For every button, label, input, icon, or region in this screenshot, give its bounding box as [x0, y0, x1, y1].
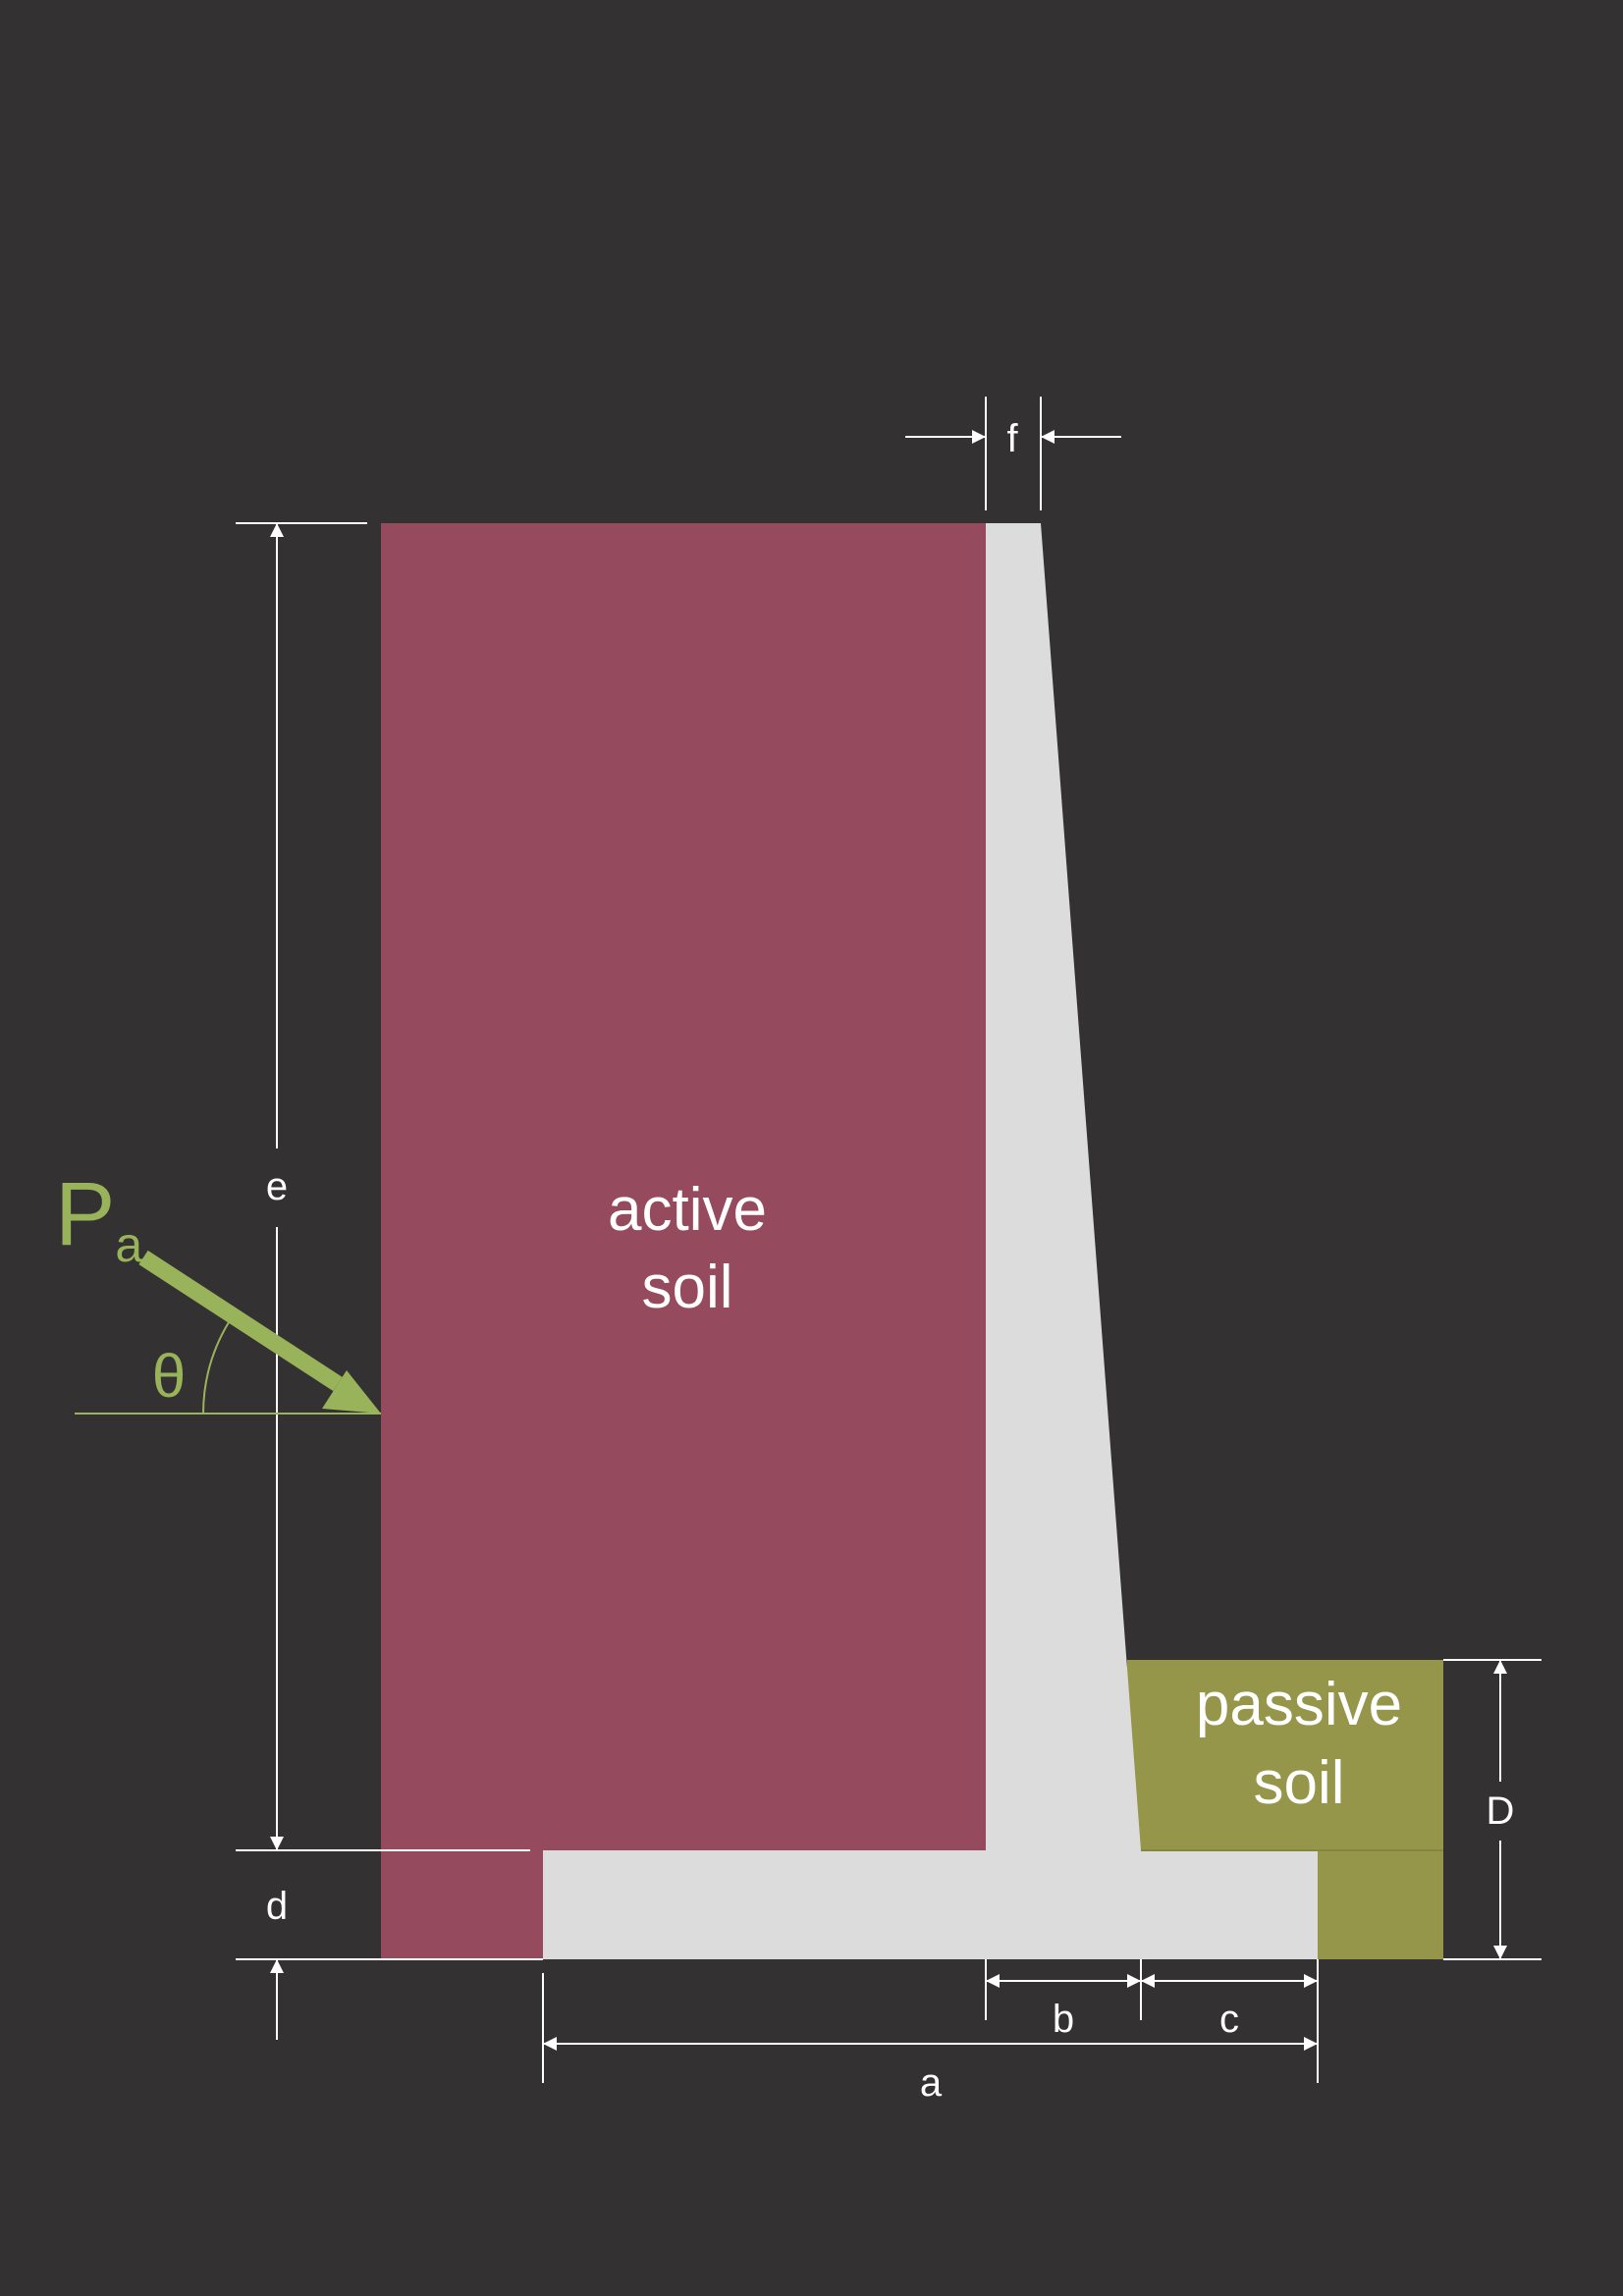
passive-soil-label-line2: soil — [1253, 1749, 1344, 1817]
dimension-c-label: c — [1219, 1998, 1239, 2041]
extension-lines — [236, 397, 1542, 2083]
pa-force-arrow-shaft — [138, 1250, 343, 1392]
theta-angle-label: θ — [152, 1343, 186, 1411]
dimension-b-label: b — [1053, 1998, 1074, 2041]
dimension-d-label: d — [266, 1885, 288, 1928]
theta-angle-arc — [202, 1321, 230, 1415]
wall-stem — [986, 523, 1141, 1850]
active-soil-region — [381, 523, 986, 1959]
pa-force-label: Pa — [55, 1164, 142, 1272]
pa-symbol: P — [55, 1164, 115, 1264]
dimension-a-label: a — [920, 2061, 943, 2105]
pa-force-arrow-head — [322, 1370, 381, 1414]
wall-base-slab — [543, 1850, 1318, 1959]
passive-soil-label-line1: passive — [1196, 1671, 1402, 1738]
active-soil-label-line1: active — [608, 1176, 767, 1244]
dimension-D-label: D — [1487, 1789, 1515, 1833]
active-soil-label-line2: soil — [641, 1254, 732, 1321]
dimension-f-label: f — [1006, 417, 1018, 460]
pa-subscript: a — [115, 1217, 142, 1272]
dimension-e-label: e — [266, 1165, 288, 1208]
